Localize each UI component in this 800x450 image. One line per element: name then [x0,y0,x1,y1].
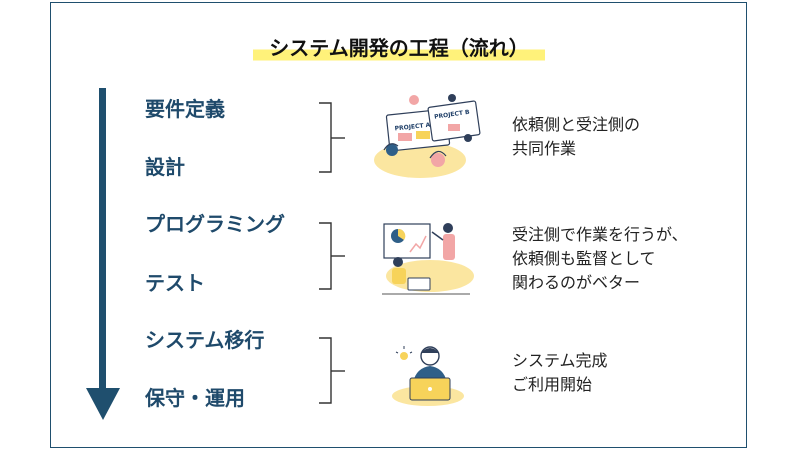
diagram-frame [50,2,747,448]
group-2-line-1: 受注側で作業を行うが、 [512,225,688,244]
stage-requirements: 要件定義 [145,97,225,121]
group-1-line-2: 共同作業 [512,139,577,158]
stage-migration: システム移行 [145,328,265,352]
group-2-line-2: 依頼側も監督として [512,249,656,268]
stage-programming: プログラミング [145,212,285,236]
collaboration-illustration: PROJECT A PROJECT B [374,94,481,178]
group-2-line-3: 関わるのがベター [512,273,641,292]
group-1-line-1: 依頼側と受注側の [512,115,641,134]
project-a-label: PROJECT A [394,122,431,133]
stage-testing: テスト [145,271,205,295]
group-3-line-2: ご利用開始 [512,375,593,394]
group-1-description: 依頼側と受注側の 共同作業 [512,113,640,161]
group-3-line-1: システム完成 [512,351,608,370]
group-3-description: システム完成 ご利用開始 [512,349,608,397]
stage-design: 設計 [145,155,185,179]
diagram-title: システム開発の工程（流れ） [253,33,545,63]
group-2-description: 受注側で作業を行うが、 依頼側も監督として 関わるのがベター [512,223,688,295]
bracket-group-1 [319,102,345,173]
bracket-group-2 [319,222,345,290]
bracket-group-3 [319,337,345,404]
flow-arrow [86,88,120,420]
launch-illustration [392,346,464,406]
project-b-label: PROJECT B [434,109,471,121]
stage-maintenance: 保守・運用 [145,386,245,410]
presentation-illustration [382,223,474,295]
